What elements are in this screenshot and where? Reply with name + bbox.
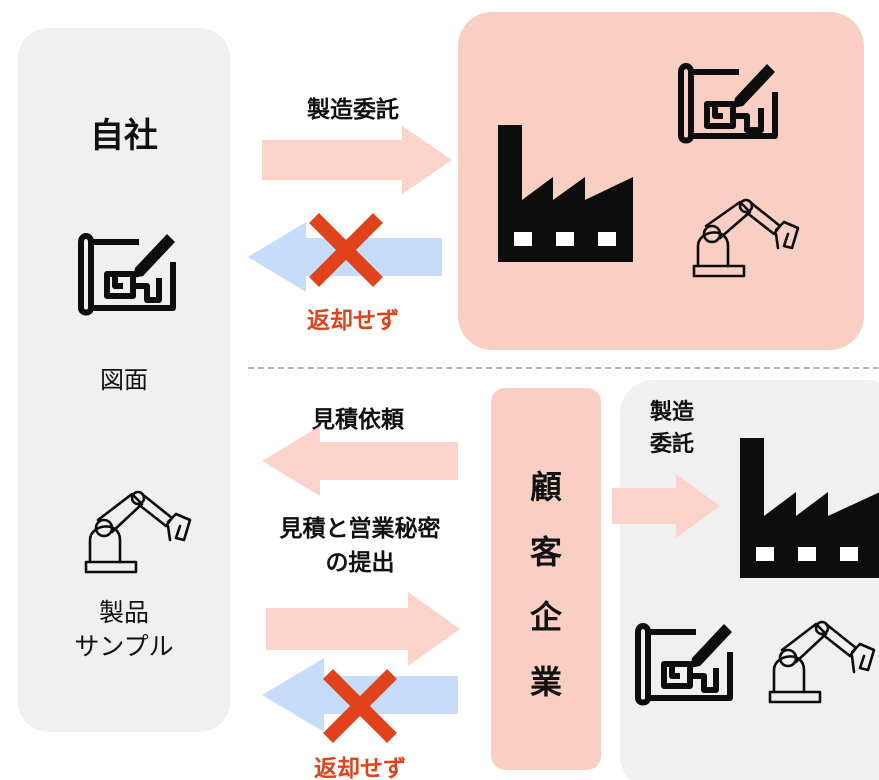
manufacturing-outsourcing-label-top: 製造委託 (307, 97, 399, 123)
robot-arm-icon (692, 198, 800, 278)
arrow-right-customer-to-factory (612, 474, 720, 538)
section-divider (248, 367, 879, 369)
factory-icon (740, 438, 879, 578)
quote-request-label: 見積依頼 (312, 407, 404, 433)
not-returned-label-top: 返却せず (307, 308, 399, 334)
blueprint-icon (678, 63, 778, 144)
factory-icon (498, 125, 633, 262)
arrow-left-quote-request (262, 426, 458, 496)
customer-company-panel (491, 388, 601, 770)
cross-icon (323, 669, 397, 743)
quote-and-trade-secret-label: 見積と営業秘密 の提出 (279, 516, 441, 576)
manufacturing-outsourcing-label-bottom: 製造 委託 (649, 400, 694, 457)
self-company-title: 自社 (90, 116, 158, 156)
robot-arm-icon (768, 620, 876, 704)
self-company-panel (18, 28, 230, 732)
arrow-right-top (262, 126, 452, 194)
contract-factory-panel-top (458, 12, 864, 350)
robot-arm-icon (84, 490, 192, 574)
blueprint-icon (635, 623, 733, 706)
cross-icon (309, 213, 383, 287)
customer-company-title: 顧 客 企 業 (529, 468, 562, 701)
product-sample-label: 製品 サンプル (74, 598, 174, 661)
not-returned-label-bottom: 返却せず (314, 756, 406, 780)
drawing-label: 図面 (100, 366, 148, 394)
arrow-right-quote-submission (266, 592, 460, 666)
blueprint-icon (78, 233, 176, 316)
arrow-left-bottom (262, 658, 458, 732)
